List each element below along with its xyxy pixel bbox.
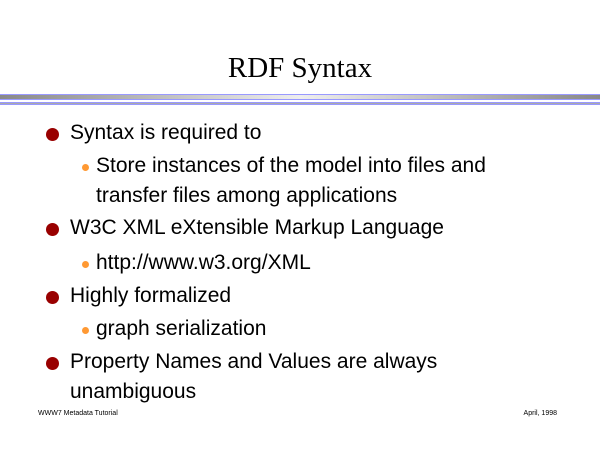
bullet-icon: [46, 291, 59, 304]
sub-bullet-text: http://www.w3.org/XML: [96, 251, 311, 274]
bullet-icon: [46, 357, 59, 370]
sub-bullet-icon: [82, 261, 89, 268]
bullet-item: Syntax is required to: [46, 118, 262, 148]
sub-bullet-item: http://www.w3.org/XML: [82, 248, 311, 278]
title-rule-thin: [0, 102, 600, 105]
title-rule-gradient: [0, 94, 600, 100]
bullet-icon: [46, 128, 59, 141]
bullet-text: Highly formalized: [70, 284, 232, 307]
bullet-item: Highly formalized: [46, 281, 232, 311]
bullet-item: Property Names and Values are always una…: [46, 347, 510, 407]
bullet-text: W3C XML eXtensible Markup Language: [70, 216, 444, 239]
sub-bullet-icon: [82, 327, 89, 334]
bullet-text: Property Names and Values are always una…: [70, 350, 438, 403]
sub-bullet-item: graph serialization: [82, 314, 267, 344]
sub-bullet-icon: [82, 164, 89, 171]
bullet-icon: [46, 223, 59, 236]
sub-bullet-text: Store instances of the model into files …: [96, 154, 486, 207]
bullet-item: W3C XML eXtensible Markup Language: [46, 213, 444, 243]
slide-title: RDF Syntax: [227, 52, 373, 84]
footer-left: WWW7 Metadata Tutorial: [38, 410, 118, 417]
sub-bullet-item: Store instances of the model into files …: [82, 151, 556, 211]
sub-bullet-text: graph serialization: [96, 317, 267, 340]
bullet-text: Syntax is required to: [70, 121, 262, 144]
footer-right: April, 1998: [523, 410, 557, 417]
